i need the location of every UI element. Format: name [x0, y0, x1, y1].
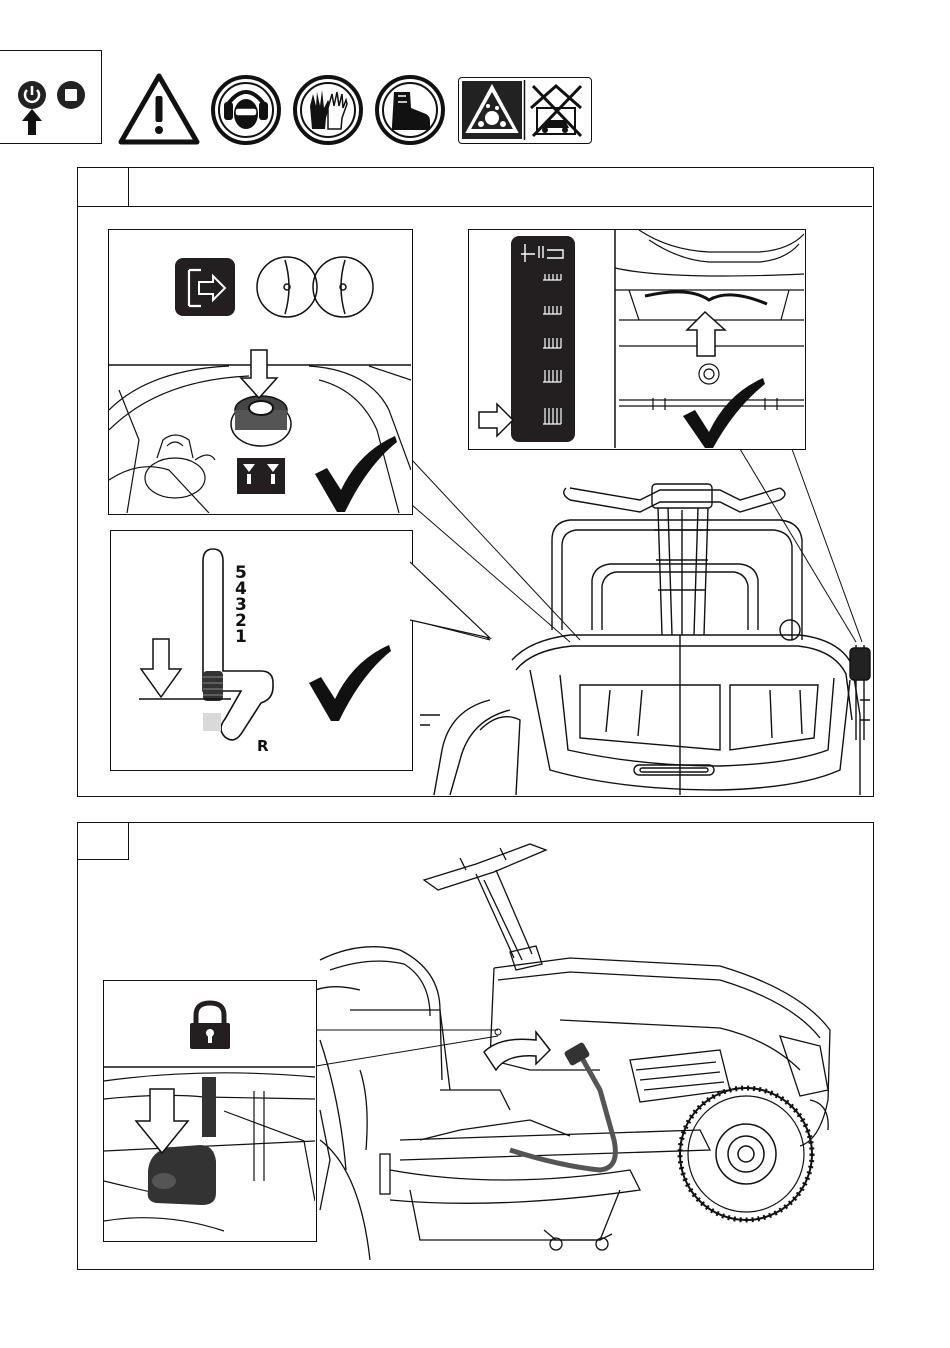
gear-inset-pointer: [408, 560, 498, 640]
thrown-objects-warning-icon: [462, 81, 522, 139]
tractor-side-illustration: [300, 840, 860, 1260]
checkmark-icon: [315, 436, 397, 512]
neutral-position-marker: [203, 713, 221, 731]
power-icon: [18, 81, 46, 109]
panel-header-bar: [78, 168, 872, 207]
step-number-box: [78, 168, 129, 206]
arrow-down-icon: [136, 1089, 188, 1153]
checkmark-icon: [309, 645, 391, 721]
step-number-box: [78, 823, 129, 860]
safety-boot-icon: [374, 74, 446, 146]
arrow-up-icon: [22, 109, 42, 135]
warning-triangle-icon: [118, 72, 200, 146]
brake-lever-rod: [202, 1077, 216, 1137]
reverse-label: R: [257, 737, 269, 755]
warning-label-pair: [458, 77, 592, 144]
arrow-down-icon: [241, 350, 277, 398]
inset-gear-shift: 5 4 3 2 1 R: [110, 530, 413, 771]
gear-lever-knob: [203, 671, 223, 701]
inset-brake-lock: [103, 980, 317, 1242]
power-stop-box: [0, 50, 102, 144]
gloves-icon: [292, 74, 364, 146]
blade-height-symbol-icon: [237, 458, 285, 494]
arrow-up-icon: [687, 312, 725, 356]
height-adjust-lever: [645, 292, 767, 304]
inset-blade-engage: [108, 229, 413, 515]
blade-rotation-icon: [257, 257, 373, 317]
blade-engage-symbol-icon: [175, 258, 235, 316]
stop-icon: [57, 81, 85, 109]
curved-arrow-icon: [484, 1032, 550, 1070]
gear-positions-list: 5 4 3 2 1: [235, 565, 247, 645]
no-indoor-use-icon: [531, 86, 581, 136]
gear-1-label: 1: [235, 629, 247, 645]
ear-eye-protection-icon: [210, 74, 282, 146]
cutting-height-scale: [511, 236, 575, 442]
arrow-right-icon: [479, 404, 513, 436]
padlock-icon: [190, 1003, 230, 1049]
front-wheel: [680, 1088, 812, 1220]
arrow-down-icon: [141, 639, 181, 697]
inset-cutting-height: [468, 229, 806, 450]
pto-knob-icon: [231, 396, 291, 446]
checkmark-icon: [683, 378, 765, 448]
